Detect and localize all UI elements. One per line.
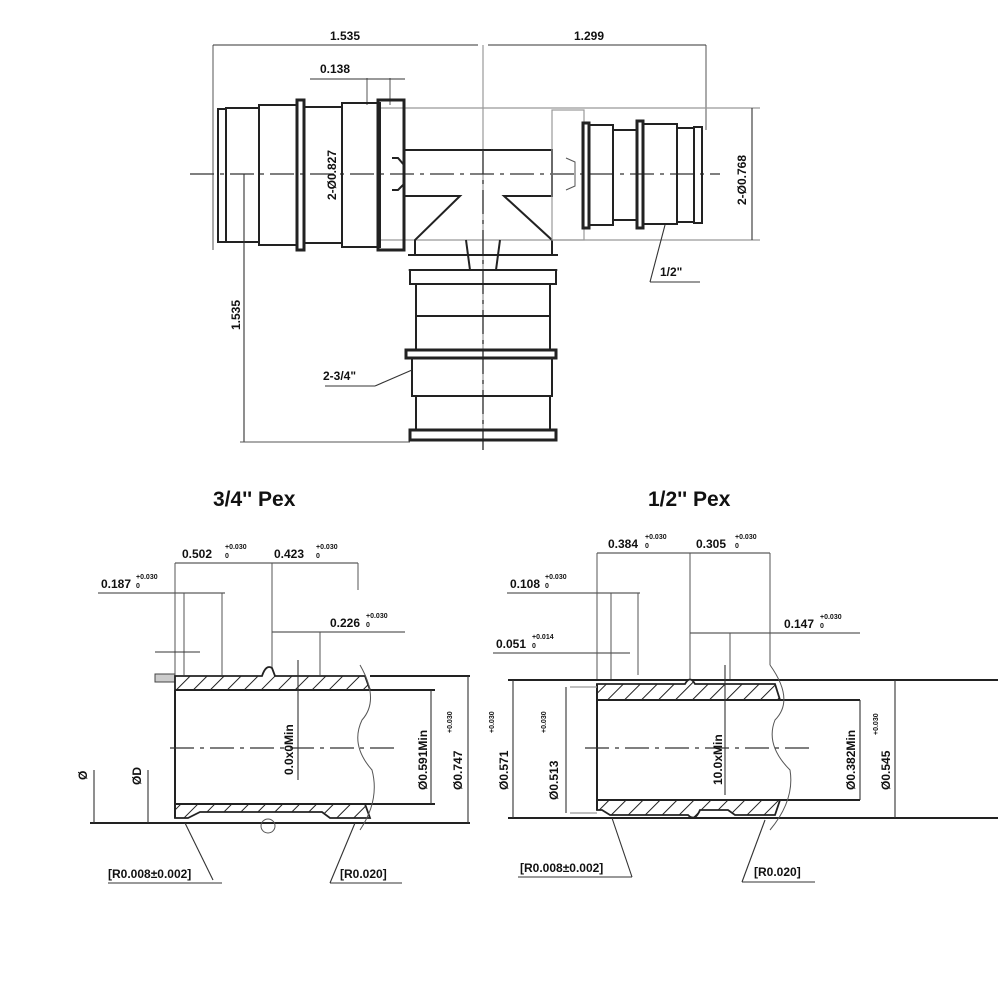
dim-12-wall: 10.0xMin [711, 734, 725, 785]
svg-text:+0.030: +0.030 [645, 534, 667, 541]
dim-12-a: 0.384 [608, 537, 638, 551]
tee-fitting-view: 1.535 1.299 0.138 2-Ø0.827 [190, 29, 760, 450]
svg-text:+0.030: +0.030 [541, 711, 548, 733]
dim-12-outer-left: Ø0.571 [497, 750, 511, 790]
svg-text:0: 0 [545, 583, 549, 590]
dim-shoulder: 0.138 [320, 62, 350, 76]
svg-text:+0.030: +0.030 [225, 544, 247, 551]
svg-text:0: 0 [225, 553, 229, 560]
dim-left-length: 1.535 [330, 29, 360, 43]
section-1-2-pex: 1/2'' Pex 0.384 +0.030 0 0.305 +0.030 0 … [489, 488, 998, 883]
svg-text:0: 0 [532, 643, 536, 650]
dim-34-a: 0.502 [182, 547, 212, 561]
dim-34-b: 0.423 [274, 547, 304, 561]
dim-34-wall: 0.0x0Min [282, 724, 296, 775]
callout-right-size: 1/2" [660, 265, 682, 279]
svg-text:+0.030: +0.030 [136, 574, 158, 581]
svg-text:0: 0 [645, 543, 649, 550]
svg-text:0: 0 [366, 622, 370, 629]
section-3-4-title: 3/4'' Pex [213, 488, 296, 511]
dim-34-c: 0.187 [101, 577, 131, 591]
dim-34-outer: Ø0.747 [451, 750, 465, 790]
dim-34-left-a: Ø [76, 771, 90, 780]
svg-text:+0.030: +0.030 [820, 614, 842, 621]
svg-text:+0.030: +0.030 [735, 534, 757, 541]
radius-34-left: [R0.008±0.002] [108, 867, 191, 881]
svg-text:0: 0 [735, 543, 739, 550]
dim-12-mid: Ø0.513 [547, 760, 561, 800]
dim-right-length: 1.299 [574, 29, 604, 43]
dim-12-e: 0.051 [496, 637, 526, 651]
dim-left-diameter: 2-Ø0.827 [325, 150, 339, 200]
dim-12-inner: Ø0.382Min [844, 730, 858, 790]
radius-34-right: [R0.020] [340, 867, 387, 881]
dim-12-c: 0.108 [510, 577, 540, 591]
svg-text:+0.030: +0.030 [545, 574, 567, 581]
svg-text:0: 0 [136, 583, 140, 590]
dim-12-outer: Ø0.545 [879, 750, 893, 790]
section-3-4-pex: 3/4'' Pex 0.502 +0.030 0 0.423 +0.030 0 … [76, 488, 470, 884]
svg-text:0: 0 [316, 553, 320, 560]
dim-12-d: 0.147 [784, 617, 814, 631]
svg-text:+0.030: +0.030 [316, 544, 338, 551]
section-1-2-title: 1/2'' Pex [648, 488, 731, 511]
svg-text:+0.014: +0.014 [532, 634, 554, 641]
svg-text:0: 0 [820, 623, 824, 630]
svg-text:+0.030: +0.030 [489, 711, 496, 733]
svg-text:+0.030: +0.030 [366, 613, 388, 620]
radius-12-left: [R0.008±0.002] [520, 861, 603, 875]
dim-branch-length: 1.535 [229, 300, 243, 330]
dim-34-left-b: ØD [130, 767, 144, 785]
svg-text:+0.030: +0.030 [873, 713, 880, 735]
dim-34-inner: Ø0.591Min [416, 730, 430, 790]
radius-12-right: [R0.020] [754, 865, 801, 879]
callout-branch-size: 2-3/4" [323, 369, 356, 383]
dim-34-d: 0.226 [330, 616, 360, 630]
svg-text:+0.030: +0.030 [447, 711, 454, 733]
dim-12-b: 0.305 [696, 537, 726, 551]
dim-right-diameter: 2-Ø0.768 [735, 155, 749, 205]
